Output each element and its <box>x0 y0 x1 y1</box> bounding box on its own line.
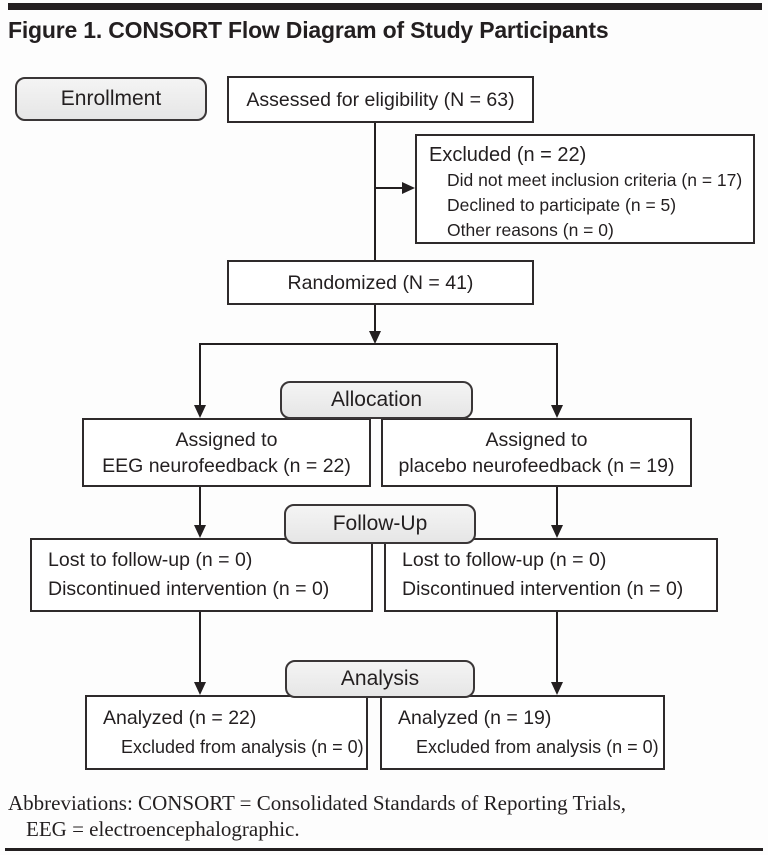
randomized-text: Randomized (N = 41) <box>287 271 474 294</box>
excluded-item-criteria: Did not meet inclusion criteria (n = 17) <box>447 170 743 190</box>
connector-randomized-branch <box>374 305 376 332</box>
connector-left-assigned-followup <box>199 487 201 526</box>
arrowhead-randomized-branch <box>369 331 381 344</box>
connector-left-followup-analysis <box>199 612 201 683</box>
assigned-eeg-line2: EEG neurofeedback (n = 22) <box>102 454 351 477</box>
stage-label-allocation: Allocation <box>330 388 423 411</box>
stage-label-enrollment: Enrollment <box>60 87 162 110</box>
connector-right-assigned-followup <box>556 487 558 526</box>
bottom-rule <box>5 848 763 851</box>
followup-placebo-line2: Discontinued intervention (n = 0) <box>402 578 684 600</box>
box-followup-eeg: Lost to follow-up (n = 0) Discontinued i… <box>30 538 373 612</box>
stage-pill-allocation: Allocation <box>280 381 473 419</box>
figure-title: Figure 1. CONSORT Flow Diagram of Study … <box>8 17 609 43</box>
analyzed-placebo-line2: Excluded from analysis (n = 0) <box>416 736 659 757</box>
box-excluded: Excluded (n = 22) Did not meet inclusion… <box>415 134 755 244</box>
connector-right-followup-analysis <box>556 612 558 683</box>
stage-pill-follow-up: Follow-Up <box>284 504 476 544</box>
top-rule <box>8 3 762 10</box>
assigned-placebo-line1: Assigned to <box>485 428 588 451</box>
arrowhead-right-assigned <box>551 405 563 418</box>
excluded-item-declined: Declined to participate (n = 5) <box>447 195 677 215</box>
box-analyzed-placebo: Analyzed (n = 19) Excluded from analysis… <box>380 695 665 770</box>
arrowhead-left-assigned <box>194 405 206 418</box>
assigned-placebo-line2: placebo neurofeedback (n = 19) <box>398 454 675 477</box>
box-analyzed-eeg: Analyzed (n = 22) Excluded from analysis… <box>85 695 368 770</box>
box-assigned-placebo: Assigned to placebo neurofeedback (n = 1… <box>381 418 692 487</box>
assigned-eeg-line1: Assigned to <box>175 428 278 451</box>
stage-pill-analysis: Analysis <box>285 660 475 698</box>
abbreviations-footnote-line1: Abbreviations: CONSORT = Consolidated St… <box>8 791 627 815</box>
box-randomized: Randomized (N = 41) <box>227 260 534 305</box>
arrowhead-left-followup <box>194 525 206 538</box>
box-followup-placebo: Lost to follow-up (n = 0) Discontinued i… <box>384 538 718 612</box>
analyzed-placebo-line1: Analyzed (n = 19) <box>398 706 552 729</box>
followup-eeg-line2: Discontinued intervention (n = 0) <box>48 578 330 600</box>
abbreviations-footnote-line2: EEG = electroencephalographic. <box>26 817 300 841</box>
connector-branch-right-assigned <box>556 344 558 406</box>
arrowhead-right-analysis <box>551 682 563 695</box>
arrowhead-to-excluded <box>402 182 415 194</box>
stage-label-analysis: Analysis <box>340 667 420 690</box>
connector-branch-left-assigned <box>199 344 201 406</box>
branch-line-allocation <box>199 343 558 345</box>
assessed-eligibility-text: Assessed for eligibility (N = 63) <box>246 88 515 111</box>
arrowhead-left-analysis <box>194 682 206 695</box>
arrowhead-right-followup <box>551 525 563 538</box>
box-assigned-eeg: Assigned to EEG neurofeedback (n = 22) <box>82 418 371 487</box>
connector-to-excluded <box>375 187 403 189</box>
analyzed-eeg-line1: Analyzed (n = 22) <box>103 706 257 729</box>
stage-pill-enrollment: Enrollment <box>15 77 207 121</box>
analyzed-eeg-line2: Excluded from analysis (n = 0) <box>121 736 364 757</box>
followup-placebo-line1: Lost to follow-up (n = 0) <box>402 549 607 571</box>
followup-eeg-line1: Lost to follow-up (n = 0) <box>48 549 253 571</box>
connector-assessed-randomized <box>374 123 376 260</box>
excluded-item-other: Other reasons (n = 0) <box>447 220 614 240</box>
box-assessed-eligibility: Assessed for eligibility (N = 63) <box>227 76 534 123</box>
stage-label-follow-up: Follow-Up <box>332 512 428 535</box>
excluded-title: Excluded (n = 22) <box>429 144 587 166</box>
